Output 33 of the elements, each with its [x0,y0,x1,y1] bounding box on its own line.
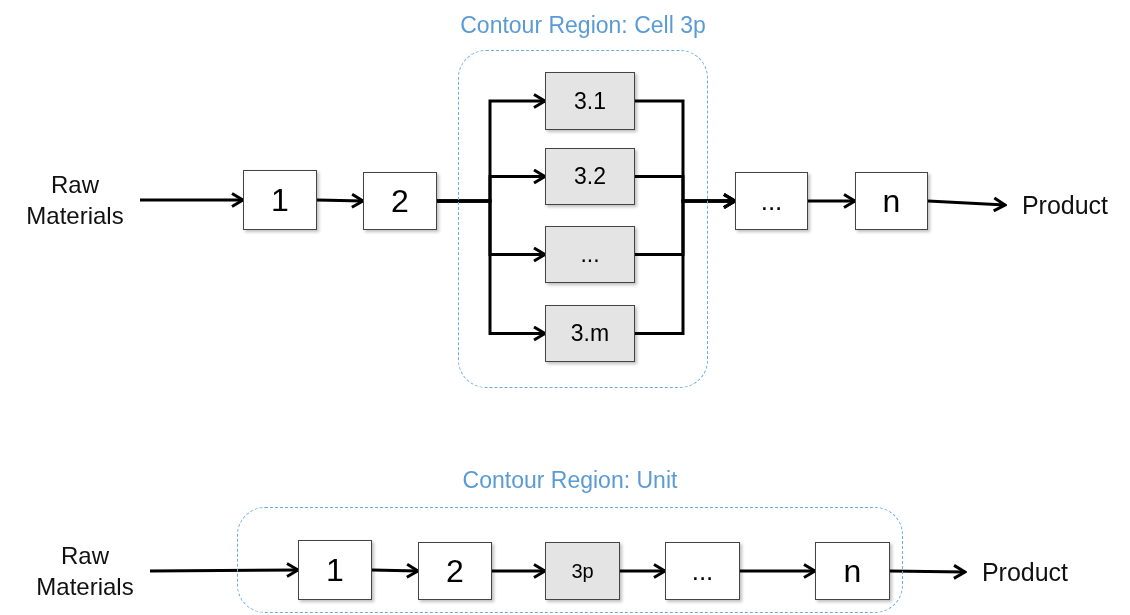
arrow [889,563,967,580]
process-box: 2 [418,542,492,600]
region-title: Contour Region: Unit [461,467,679,494]
flow-endpoint-label: Raw Materials [10,168,140,232]
process-box: ... [545,226,635,283]
process-box: 1 [243,170,317,230]
region-title: Contour Region: Cell 3p [459,12,707,39]
process-box: 3p [545,542,620,600]
arrow [437,199,547,342]
process-box: n [815,542,890,600]
process-box: ... [735,172,808,230]
arrow [371,562,420,579]
process-box: 3.2 [545,148,635,205]
arrow [492,563,547,579]
process-box: ... [665,542,740,600]
arrow [620,563,667,579]
arrow [740,563,817,579]
arrow [140,192,245,208]
process-box: 1 [298,540,372,600]
arrow [635,193,737,335]
contour-region [237,467,903,613]
contour-region [458,12,708,388]
process-box: 2 [363,172,437,230]
process-box: n [855,172,928,230]
arrow [150,562,300,579]
arrow [927,196,1007,213]
arrow [316,192,365,209]
flow-endpoint-label: Raw Materials [20,536,150,606]
process-box: 3.1 [545,72,635,130]
flow-endpoint-label: Product [965,553,1085,591]
flow-endpoint-label: Product [1005,187,1125,223]
process-box: 3.m [545,305,635,362]
arrow [808,193,857,209]
